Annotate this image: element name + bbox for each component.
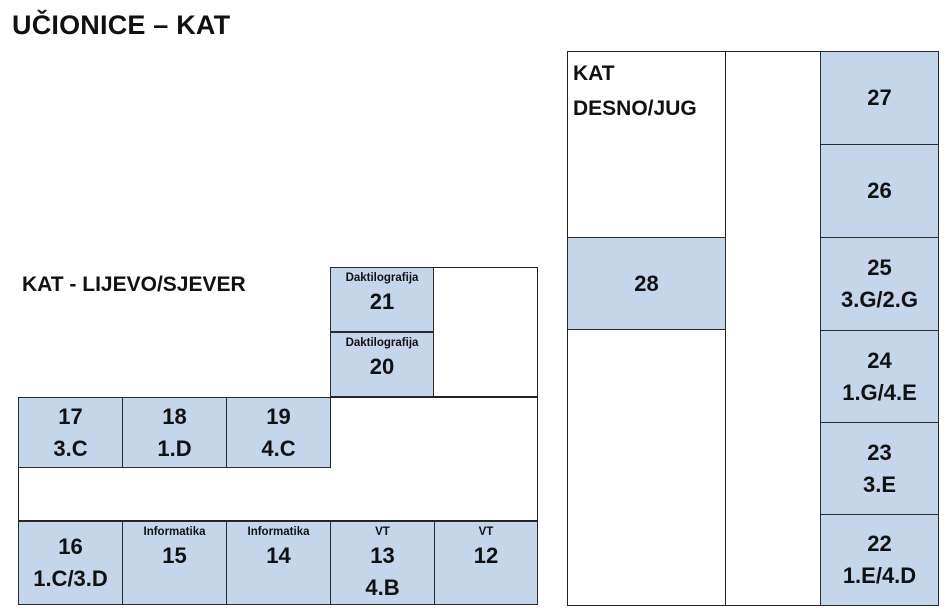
room-16-class: 1.C/3.D <box>33 566 108 591</box>
room-13[interactable]: VT 13 4.B <box>330 521 435 605</box>
room-22[interactable]: 22 1.E/4.D <box>820 514 939 606</box>
right-wing-label: KAT DESNO/JUG <box>573 56 697 126</box>
room-25-class: 3.G/2.G <box>840 287 919 312</box>
right-wing-label-line1: KAT <box>573 62 615 85</box>
room-23-number: 23 <box>867 439 892 465</box>
room-15[interactable]: Informatika 15 <box>122 521 227 605</box>
room-12-purpose: VT <box>478 526 494 538</box>
room-25-number: 25 <box>867 255 892 280</box>
room-14-purpose: Informatika <box>247 526 310 538</box>
room-16[interactable]: 16 1.C/3.D <box>18 521 123 605</box>
room-21-purpose: Daktilografija <box>345 272 419 284</box>
room-12-number: 12 <box>473 543 499 568</box>
room-26-number: 26 <box>867 178 892 203</box>
room-24[interactable]: 24 1.G/4.E <box>820 330 939 423</box>
left-wing-label: KAT - LIJEVO/SJEVER <box>22 273 246 296</box>
room-18-number: 18 <box>162 403 187 429</box>
room-28-number: 28 <box>634 270 659 296</box>
room-12[interactable]: VT 12 <box>434 521 538 605</box>
room-15-number: 15 <box>162 543 187 568</box>
room-17[interactable]: 17 3.C <box>18 397 123 468</box>
room-17-number: 17 <box>58 403 83 429</box>
room-25[interactable]: 25 3.G/2.G <box>820 237 939 331</box>
room-20-purpose: Daktilografija <box>345 337 419 349</box>
room-28[interactable]: 28 <box>567 237 726 330</box>
room-21[interactable]: Daktilografija 21 <box>330 267 434 332</box>
room-13-class: 4.B <box>365 575 400 600</box>
room-19-class: 4.C <box>261 435 296 461</box>
page-title: UČIONICE – KAT <box>12 10 231 40</box>
room-17-class: 3.C <box>53 435 88 461</box>
room-13-number: 13 <box>370 543 395 568</box>
room-22-class: 1.E/4.D <box>842 563 917 588</box>
room-19-number: 19 <box>266 403 291 429</box>
room-26[interactable]: 26 <box>820 144 939 238</box>
room-14-number: 14 <box>266 543 291 568</box>
room-27-number: 27 <box>867 85 892 110</box>
room-14[interactable]: Informatika 14 <box>226 521 331 605</box>
room-19[interactable]: 19 4.C <box>226 397 331 468</box>
room-15-purpose: Informatika <box>143 526 206 538</box>
room-24-number: 24 <box>867 347 892 373</box>
right-wing-label-line2: DESNO/JUG <box>573 97 697 120</box>
room-20-number: 20 <box>369 354 395 379</box>
room-16-number: 16 <box>58 534 83 559</box>
right-wing-corridor <box>725 51 821 606</box>
room-18-class: 1.D <box>157 435 192 461</box>
room-18[interactable]: 18 1.D <box>122 397 227 468</box>
room-13-purpose: VT <box>375 526 390 538</box>
room-27[interactable]: 27 <box>820 51 939 145</box>
room-23-class: 3.E <box>862 471 897 497</box>
room-22-number: 22 <box>867 531 892 556</box>
room-21-number: 21 <box>369 289 395 314</box>
room-23[interactable]: 23 3.E <box>820 422 939 515</box>
room-20[interactable]: Daktilografija 20 <box>330 332 434 397</box>
room-24-class: 1.G/4.E <box>842 379 917 405</box>
